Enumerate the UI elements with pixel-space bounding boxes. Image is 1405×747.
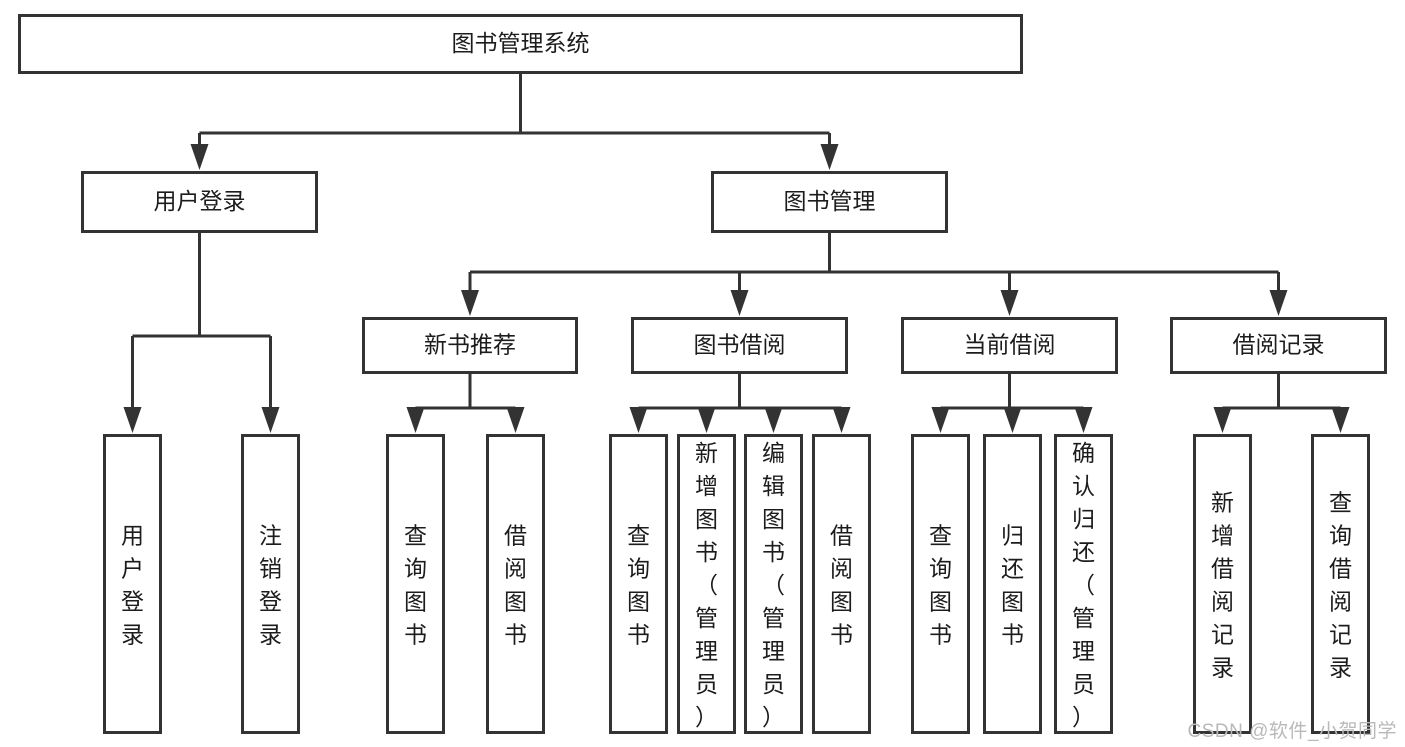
- node-leaf-query-book-3[interactable]: 查询图书: [911, 434, 970, 734]
- node-box[interactable]: [103, 434, 162, 734]
- node-leaf-add-book[interactable]: 新增图书（管理员）: [677, 434, 736, 734]
- arrow-head-icon: [261, 407, 280, 433]
- node-box[interactable]: [1311, 434, 1370, 734]
- node-leaf-user-login[interactable]: 用户登录: [103, 434, 162, 734]
- node-box[interactable]: [631, 317, 848, 374]
- node-leaf-borrow-book-1[interactable]: 借阅图书: [486, 434, 545, 734]
- node-box[interactable]: [1054, 434, 1113, 734]
- node-label: 借阅图书: [504, 523, 527, 648]
- node-box[interactable]: [744, 434, 803, 734]
- arrow-head-icon: [820, 144, 839, 170]
- node-box[interactable]: [609, 434, 668, 734]
- node-box[interactable]: [711, 171, 948, 233]
- arrow-head-icon: [931, 407, 950, 433]
- arrow-head-icon: [1003, 407, 1022, 433]
- arrow-head-icon: [461, 290, 479, 316]
- node-label: 新增借阅记录: [1211, 490, 1234, 681]
- node-label: 注销登录: [259, 523, 282, 648]
- node-box[interactable]: [1193, 434, 1252, 734]
- node-current-borrow[interactable]: 当前借阅: [901, 317, 1118, 374]
- node-label: 新增图书（管理员）: [695, 440, 718, 730]
- node-label: 用户登录: [121, 523, 144, 648]
- node-label: 查询图书: [929, 523, 952, 648]
- node-leaf-query-book-2[interactable]: 查询图书: [609, 434, 668, 734]
- node-leaf-return-book[interactable]: 归还图书: [983, 434, 1042, 734]
- arrow-head-icon: [406, 407, 425, 433]
- node-user-login[interactable]: 用户登录: [81, 171, 318, 233]
- node-box[interactable]: [901, 317, 1118, 374]
- node-label: 图书管理: [784, 188, 876, 214]
- node-box[interactable]: [1170, 317, 1387, 374]
- node-leaf-query-record[interactable]: 查询借阅记录: [1311, 434, 1370, 734]
- node-box[interactable]: [983, 434, 1042, 734]
- node-leaf-confirm-return[interactable]: 确认归还（管理员）: [1054, 434, 1113, 734]
- arrow-head-icon: [123, 407, 142, 433]
- node-box[interactable]: [241, 434, 300, 734]
- edge-layer: [123, 74, 1350, 433]
- node-label: 图书借阅: [694, 332, 786, 358]
- arrow-head-icon: [697, 407, 716, 433]
- watermark-label: CSDN @软件_小贺同学: [1187, 721, 1397, 742]
- node-borrow-record[interactable]: 借阅记录: [1170, 317, 1387, 374]
- node-label: 查询图书: [627, 523, 650, 648]
- arrow-head-icon: [1269, 290, 1288, 316]
- arrow-head-icon: [629, 407, 648, 433]
- node-book-manage[interactable]: 图书管理: [711, 171, 948, 233]
- node-label: 新书推荐: [424, 332, 516, 358]
- arrow-head-icon: [1213, 407, 1232, 433]
- node-label: 用户登录: [154, 188, 246, 214]
- arrow-head-icon: [190, 144, 209, 170]
- node-leaf-edit-book[interactable]: 编辑图书（管理员）: [744, 434, 803, 734]
- arrow-head-icon: [1331, 407, 1350, 433]
- node-box[interactable]: [81, 171, 318, 233]
- node-new-book-recommend[interactable]: 新书推荐: [362, 317, 578, 374]
- node-label: 查询图书: [404, 523, 427, 648]
- arrow-head-icon: [506, 407, 525, 433]
- node-leaf-logout-login[interactable]: 注销登录: [241, 434, 300, 734]
- arrow-head-icon: [764, 407, 783, 433]
- node-box[interactable]: [911, 434, 970, 734]
- node-leaf-query-book-1[interactable]: 查询图书: [386, 434, 445, 734]
- node-book-borrow[interactable]: 图书借阅: [631, 317, 848, 374]
- node-label: 借阅图书: [830, 523, 853, 648]
- arrow-head-icon: [832, 407, 851, 433]
- node-label: 当前借阅: [964, 332, 1056, 358]
- node-box[interactable]: [486, 434, 545, 734]
- node-label: 归还图书: [1001, 523, 1024, 648]
- node-box[interactable]: [362, 317, 578, 374]
- node-box[interactable]: [677, 434, 736, 734]
- arrow-head-icon: [1000, 290, 1019, 316]
- node-layer: 图书管理系统用户登录图书管理新书推荐图书借阅当前借阅借阅记录用户登录注销登录查询…: [18, 14, 1387, 734]
- node-box[interactable]: [386, 434, 445, 734]
- node-leaf-borrow-book-2[interactable]: 借阅图书: [812, 434, 871, 734]
- arrow-head-icon: [730, 290, 749, 316]
- node-box[interactable]: [18, 14, 1023, 74]
- node-leaf-add-record[interactable]: 新增借阅记录: [1193, 434, 1252, 734]
- node-label: 图书管理系统: [452, 30, 590, 56]
- node-root[interactable]: 图书管理系统: [18, 14, 1023, 74]
- node-label: 确认归还（管理员）: [1072, 440, 1095, 730]
- node-label: 借阅记录: [1233, 332, 1325, 358]
- arrow-head-icon: [1074, 407, 1093, 433]
- node-label: 查询借阅记录: [1329, 490, 1352, 681]
- node-box[interactable]: [812, 434, 871, 734]
- node-label: 编辑图书（管理员）: [762, 440, 785, 730]
